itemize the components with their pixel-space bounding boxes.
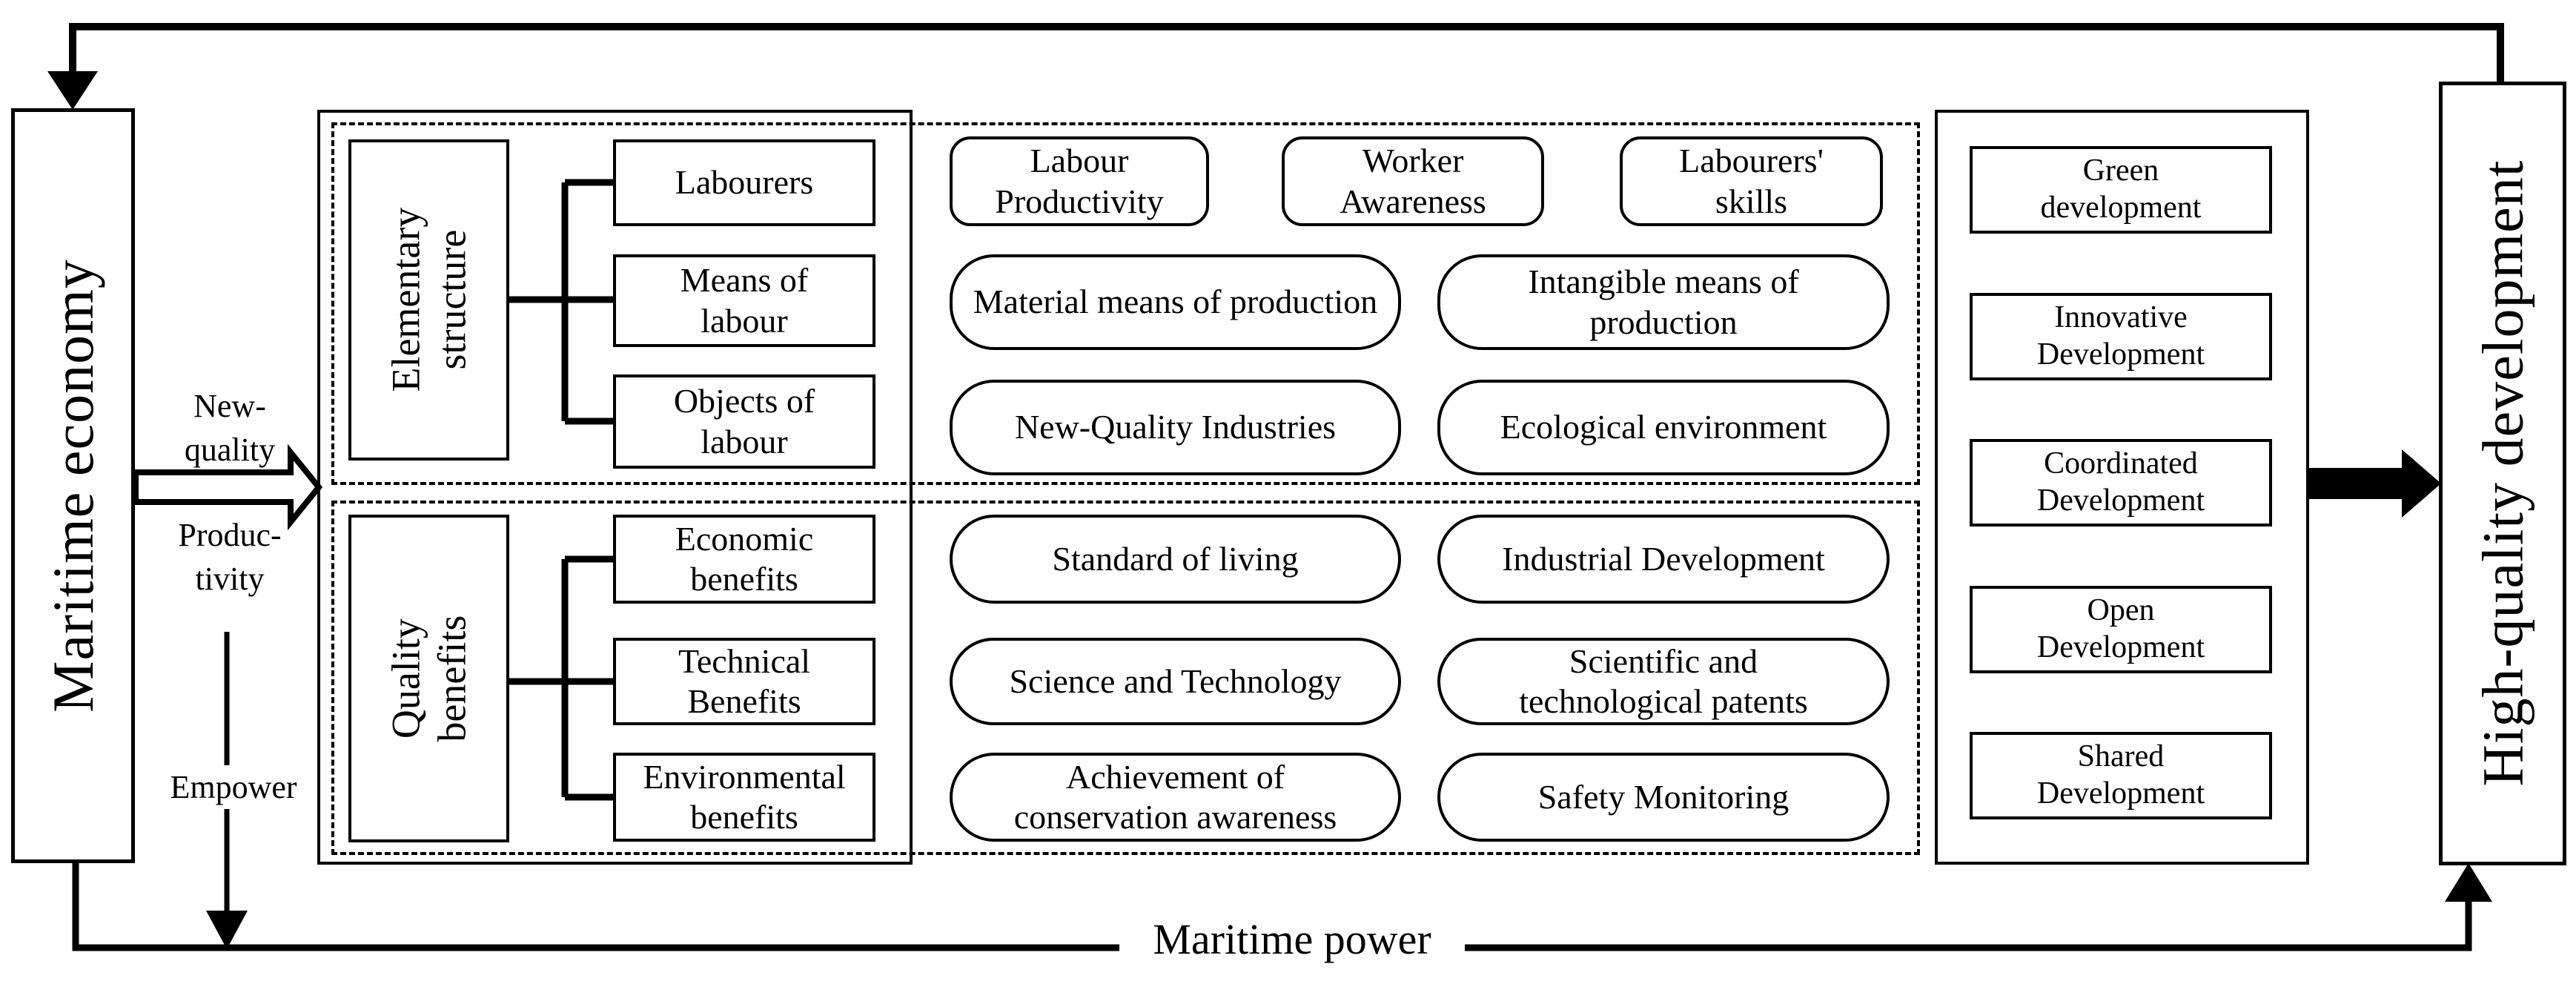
technical-benefits-box: Technical Benefits	[613, 638, 875, 725]
labourers-box: Labourers	[613, 139, 875, 226]
elementary-bracket	[509, 179, 613, 425]
maritime-power-label: Maritime power	[1119, 911, 1465, 969]
new-quality-industries-box: New-Quality Industries	[950, 380, 1401, 475]
high-quality-development-node: High-quality development	[2439, 82, 2566, 865]
new-quality-label: New- quality	[184, 388, 276, 469]
open-development-box: Open Development	[1970, 586, 2272, 673]
top-feedback-arrow	[47, 23, 2504, 110]
empower-label: Empower	[157, 765, 310, 810]
structure-container	[317, 110, 913, 865]
safety-monitoring-box: Safety Monitoring	[1437, 753, 1890, 842]
productivity-label: Produc- tivity	[178, 517, 282, 598]
quality-bracket	[509, 555, 613, 801]
elementary-section	[331, 122, 1920, 485]
development-container	[1935, 110, 2309, 865]
coordinated-development-box: Coordinated Development	[1970, 439, 2272, 526]
worker-awareness-box: Worker Awareness	[1282, 136, 1544, 226]
environmental-benefits-box: Environmental benefits	[613, 753, 875, 842]
ecological-environment-box: Ecological environment	[1437, 380, 1890, 475]
new-quality-productivity-arrow	[133, 443, 323, 531]
industrial-development-box: Industrial Development	[1437, 515, 1890, 604]
labourers-skills-box: Labourers' skills	[1620, 136, 1883, 226]
shared-development-box: Shared Development	[1970, 732, 2272, 819]
objects-of-labour-box: Objects of labour	[613, 374, 875, 469]
maritime-economy-node: Maritime economy	[11, 108, 135, 863]
high-quality-development-label: High-quality development	[2469, 160, 2534, 787]
means-of-labour-box: Means of labour	[613, 254, 875, 347]
quality-benefits-title-box: Quality benefits	[348, 515, 509, 842]
material-means-box: Material means of production	[950, 254, 1401, 350]
standard-of-living-box: Standard of living	[950, 515, 1401, 604]
development-arrow	[2308, 449, 2441, 518]
quality-benefits-label: Quality benefits	[383, 615, 474, 742]
labour-productivity-box: Labour Productivity	[950, 136, 1209, 226]
scientific-patents-box: Scientific and technological patents	[1437, 638, 1890, 725]
elementary-structure-label: Elementary structure	[383, 208, 474, 392]
conservation-awareness-box: Achievement of conservation awareness	[950, 753, 1401, 842]
science-technology-box: Science and Technology	[950, 638, 1401, 725]
economic-benefits-box: Economic benefits	[613, 515, 875, 604]
innovative-development-box: Innovative Development	[1970, 293, 2272, 380]
elementary-structure-title-box: Elementary structure	[348, 139, 509, 461]
green-development-box: Green development	[1970, 146, 2272, 234]
maritime-economy-label: Maritime economy	[40, 259, 105, 713]
intangible-means-box: Intangible means of production	[1437, 254, 1890, 350]
quality-section	[331, 501, 1920, 855]
